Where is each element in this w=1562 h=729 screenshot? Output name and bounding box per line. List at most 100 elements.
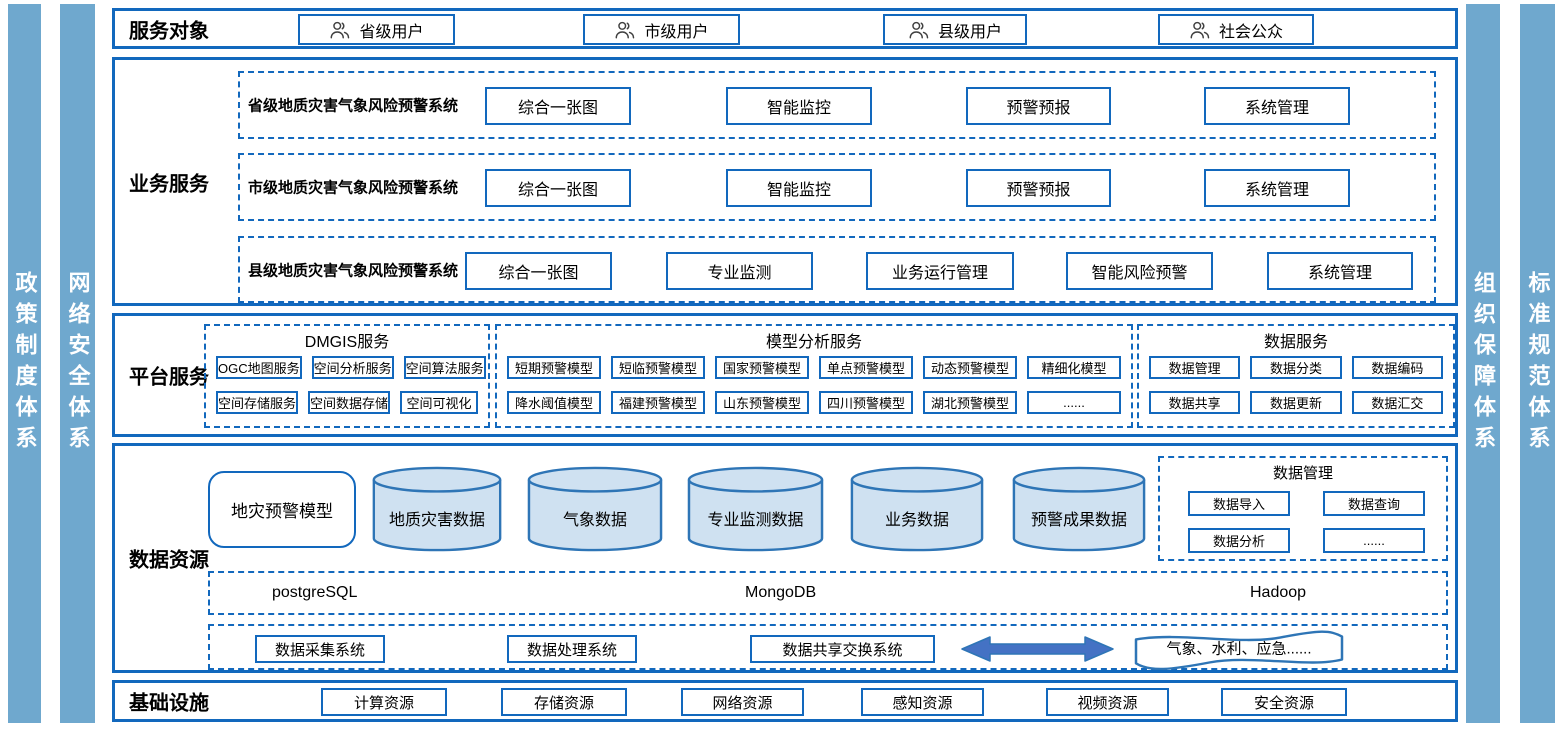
platform-group-row: 短期预警模型 短临预警模型 国家预警模型 单点预警模型 动态预警模型 精细化模型: [507, 356, 1121, 379]
platform-box-label: 短临预警模型: [618, 361, 697, 376]
section-infrastructure-title: 基础设施: [129, 692, 209, 715]
infra-box-video: 视频资源: [1046, 688, 1169, 716]
user-box-county: 县级用户: [883, 14, 1027, 45]
platform-group-dmgis: DMGIS服务 OGC地图服务 空间分析服务 空间算法服务 空间存储服务 空间数…: [204, 324, 490, 428]
platform-box: 数据分类: [1250, 356, 1342, 379]
business-row-city: 市级地质灾害气象风险预警系统 综合一张图 智能监控 预警预报 系统管理: [238, 153, 1436, 221]
user-box-city-label: 市级用户: [644, 23, 709, 41]
business-row-city-label: 市级地质灾害气象风险预警系统: [248, 179, 459, 197]
users-icon: [614, 19, 636, 41]
platform-box-label: 数据编码: [1371, 361, 1424, 376]
data-management-box: 数据导入: [1188, 491, 1290, 516]
systems-row: 数据采集系统 数据处理系统 数据共享交换系统 气象、水利、应急......: [208, 624, 1448, 670]
data-management-box: 数据分析: [1188, 528, 1290, 553]
business-box-label: 综合一张图: [517, 182, 598, 199]
database-cylinder-icon: [372, 466, 502, 552]
platform-box-label: 降水阈值模型: [514, 396, 593, 411]
left-bar-policy: 政策制度体系: [8, 4, 41, 723]
cylinder-label: 气象数据: [562, 512, 627, 530]
database-cylinder-icon: [850, 466, 984, 552]
double-arrow-icon: [960, 634, 1115, 664]
cylinder-monitoring-data: 专业监测数据: [686, 466, 825, 554]
business-row-county-label: 县级地质灾害气象风险预警系统: [248, 262, 459, 279]
section-platform-title: 平台服务: [129, 366, 209, 389]
platform-box: ......: [1027, 391, 1121, 414]
cylinder-label: 预警成果数据: [1030, 512, 1127, 530]
platform-box-label: 国家预警模型: [722, 361, 801, 376]
infra-box-label: 视频资源: [1077, 694, 1138, 712]
platform-group-dmgis-title: DMGIS服务: [304, 334, 390, 351]
section-business-services: 业务服务 省级地质灾害气象风险预警系统 综合一张图 智能监控 预警预报 系统管理…: [112, 57, 1458, 306]
business-box: 专业监测: [666, 252, 813, 290]
business-box-label: 系统管理: [1244, 100, 1309, 117]
platform-box-label: 空间分析服务: [313, 361, 392, 376]
platform-box-label: 湖北预警模型: [930, 396, 1009, 411]
platform-group-row: 数据共享 数据更新 数据汇交: [1149, 391, 1443, 414]
business-box-label: 综合一张图: [517, 100, 598, 117]
platform-box: 短期预警模型: [507, 356, 601, 379]
platform-box: 空间数据存储: [308, 391, 391, 414]
business-box: 智能监控: [726, 169, 872, 207]
platform-box: 短临预警模型: [611, 356, 705, 379]
database-mongodb-label: MongoDB: [745, 584, 817, 601]
cylinder-business-data: 业务数据: [849, 466, 985, 554]
system-box-sharing-exchange: 数据共享交换系统: [750, 635, 935, 663]
right-bar-standards: 标准规范体系: [1520, 4, 1555, 723]
platform-box: 数据管理: [1149, 356, 1241, 379]
business-row-county: 县级地质灾害气象风险预警系统 综合一张图 专业监测 业务运行管理 智能风险预警 …: [238, 236, 1436, 303]
platform-box: OGC地图服务: [216, 356, 302, 379]
business-box: 预警预报: [966, 169, 1111, 207]
platform-box-label: 数据管理: [1168, 361, 1221, 376]
platform-box-label: OGC地图服务: [218, 361, 300, 376]
geo-warning-model-box: 地灾预警模型: [208, 471, 356, 548]
platform-box: 数据汇交: [1351, 391, 1443, 414]
data-management-box: 数据查询: [1323, 491, 1425, 516]
data-management-box: ......: [1323, 528, 1425, 553]
business-box: 系统管理: [1204, 87, 1350, 125]
system-box-collection: 数据采集系统: [255, 635, 385, 663]
platform-box-label: 数据更新: [1269, 396, 1322, 411]
platform-box: 山东预警模型: [715, 391, 809, 414]
cylinder-label: 业务数据: [884, 512, 949, 530]
platform-box: 空间分析服务: [311, 356, 394, 379]
right-bar-organization-label: 组织保障体系: [1471, 270, 1496, 457]
system-box-processing: 数据处理系统: [507, 635, 637, 663]
infra-box-compute: 计算资源: [321, 688, 447, 716]
platform-box-label: 动态预警模型: [930, 361, 1009, 376]
platform-box-label: 山东预警模型: [722, 396, 801, 411]
platform-box: 国家预警模型: [715, 356, 809, 379]
cylinder-weather-data: 气象数据: [526, 466, 664, 554]
left-bar-policy-label: 政策制度体系: [12, 270, 38, 457]
user-box-public: 社会公众: [1158, 14, 1314, 45]
platform-group-model-title: 模型分析服务: [765, 334, 862, 351]
database-postgresql-label: postgreSQL: [272, 584, 358, 601]
business-box: 系统管理: [1204, 169, 1350, 207]
platform-box-label: 单点预警模型: [826, 361, 905, 376]
platform-box-label: 空间数据存储: [310, 396, 389, 411]
database-cylinder-icon: [527, 466, 663, 552]
system-box-label: 数据处理系统: [526, 641, 617, 659]
cylinder-label: 专业监测数据: [707, 512, 804, 530]
business-box-label: 预警预报: [1006, 182, 1071, 199]
platform-box-label: 短期预警模型: [514, 361, 593, 376]
platform-box-label: 空间存储服务: [218, 396, 297, 411]
section-data-resources-title: 数据资源: [129, 549, 209, 572]
scroll-shape-icon: [1134, 630, 1344, 670]
platform-group-data-services: 数据服务 数据管理 数据分类 数据编码 数据共享 数据更新 数据汇交: [1137, 324, 1455, 428]
data-management-box-label: 数据导入: [1212, 497, 1265, 512]
business-box: 智能监控: [726, 87, 872, 125]
platform-box-label: 数据共享: [1168, 396, 1221, 411]
database-hadoop-label: Hadoop: [1250, 584, 1307, 601]
business-row-province: 省级地质灾害气象风险预警系统 综合一张图 智能监控 预警预报 系统管理: [238, 71, 1436, 139]
platform-group-data-title: 数据服务: [1263, 334, 1328, 351]
platform-box-label: 福建预警模型: [618, 396, 697, 411]
user-box-province-label: 省级用户: [359, 23, 424, 41]
cylinder-geo-disaster-data: 地质灾害数据: [371, 466, 503, 554]
platform-box: 精细化模型: [1027, 356, 1121, 379]
infra-box-storage: 存储资源: [501, 688, 627, 716]
platform-box-label: 数据汇交: [1371, 396, 1424, 411]
user-box-city: 市级用户: [583, 14, 740, 45]
platform-box: 数据编码: [1351, 356, 1443, 379]
users-icon: [908, 19, 930, 41]
